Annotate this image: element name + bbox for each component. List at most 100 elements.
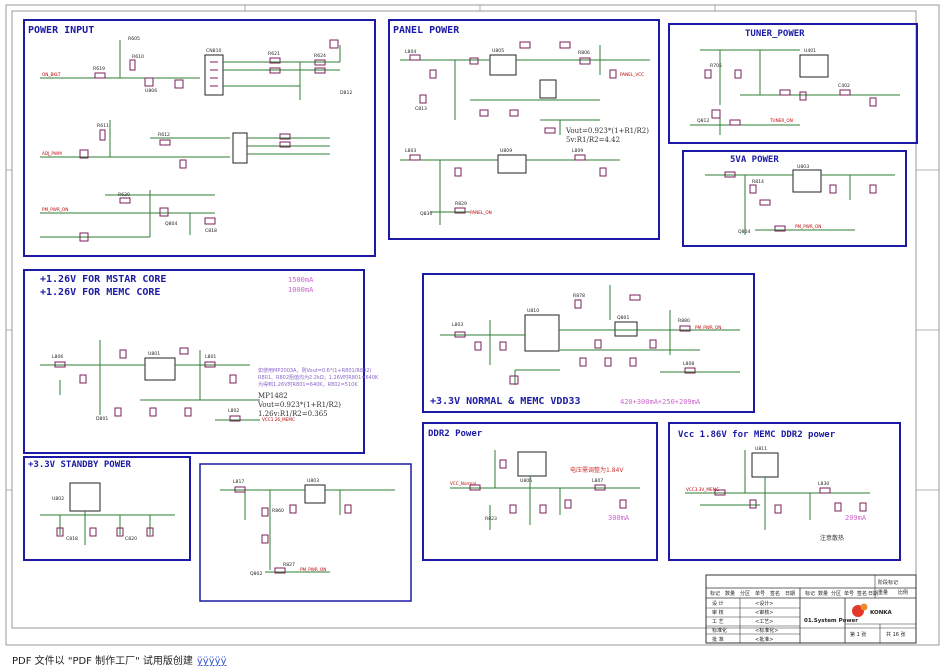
ref-q835: C813 xyxy=(415,106,427,112)
block-power-input: POWER INPUT R605 R610 CN810 R619 U806 xyxy=(23,19,376,257)
net-panel-b: PANEL_ON xyxy=(470,210,492,215)
border-ticks xyxy=(6,5,939,491)
ref-q812: Q812 xyxy=(697,118,709,124)
konka-logo: KONKA xyxy=(852,603,893,617)
block-normal-33: U810 L803 R878 Q801 R880 L808 PM_PWR_ON … xyxy=(422,273,755,413)
ref-d812: D812 xyxy=(340,90,352,96)
ref-r610: R610 xyxy=(132,54,144,60)
block-core-power: +1.26V FOR MSTAR CORE +1.26V FOR MEMC CO… xyxy=(23,269,379,454)
ref-u811: U811 xyxy=(755,446,767,452)
tb-header-9: 单号 xyxy=(844,590,854,597)
tb-row-label-0: 设 计 xyxy=(712,600,724,607)
ref-r705: R705 xyxy=(710,63,722,69)
block-title-normal-33: +3.3V NORMAL & MEMC VDD33 xyxy=(430,396,581,407)
ref-r605: R605 xyxy=(128,36,140,42)
tb-drawing-name: 01.System Power xyxy=(804,618,858,624)
ref-l807-ddr2: L807 xyxy=(592,478,603,484)
net-power-input-b: ADJ_PWM xyxy=(42,151,62,156)
chip-u811 xyxy=(751,452,779,478)
panel-formula-2: 5v:R1/R2=4.42 xyxy=(566,136,620,144)
sheet-border xyxy=(5,4,940,646)
sheet-inner-border xyxy=(11,10,917,629)
tb-row-label-4: 批 准 xyxy=(712,636,724,643)
ref-l803-normal: L803 xyxy=(452,322,463,328)
block-memc-ddr2-power: Vcc 1.86V for MEMC DDR2 power U811 L830 … xyxy=(668,422,901,561)
core-ma-1: 1500mA xyxy=(288,276,314,284)
core-formula-2: 1.26v:R1/R2=0.365 xyxy=(258,410,328,418)
ref-r878: R878 xyxy=(573,293,585,299)
chip-u806-ddr2 xyxy=(517,451,547,477)
ref-r611: R611 xyxy=(97,123,109,129)
ref-l807-tuner: C402 xyxy=(838,83,850,89)
ref-d801-core: D801 xyxy=(96,416,108,422)
block-5va-power: 5VA POWER U803 R814 Q804 PM_PWR_ON xyxy=(682,150,907,247)
block-title-core-1: +1.26V FOR MSTAR CORE xyxy=(40,274,166,285)
ref-q804-5va: Q804 xyxy=(738,229,750,235)
ref-l802-core: L802 xyxy=(228,408,239,414)
block-title-standby: +3.3V STANDBY POWER xyxy=(28,460,132,470)
net-5va: PM_PWR_ON xyxy=(795,224,821,229)
tb-stage-0: 阶段标记 xyxy=(878,579,898,586)
core-ma-2: 1000mA xyxy=(288,286,314,294)
tb-row-label-3: 标准化 xyxy=(712,627,727,634)
tb-header-0: 标记 xyxy=(710,590,720,597)
chip-u806-panel xyxy=(539,79,557,99)
ref-r624: R624 xyxy=(314,53,326,59)
net-ddr2: VCC_Normal xyxy=(450,481,476,486)
normal-ma: 420+300mA+250+209mA xyxy=(620,398,701,406)
tb-header-1: 数量 xyxy=(725,590,735,597)
tb-company: KONKA xyxy=(870,610,893,616)
tb-header-7: 数量 xyxy=(818,590,828,597)
chip-u809 xyxy=(497,154,527,174)
ref-c820-standby: C820 xyxy=(125,536,137,542)
net-normal: PM_PWR_ON xyxy=(695,325,721,330)
ref-l817: L817 xyxy=(233,479,244,485)
ref-u401: U401 xyxy=(804,48,816,54)
connector-cn811 xyxy=(232,132,248,164)
tb-header-5: 日期 xyxy=(785,591,795,597)
ref-q802: Q802 xyxy=(250,571,262,577)
tb-total: 共 16 张 xyxy=(886,631,906,638)
panel-formula-1: Vout=0.923*(1+R1/R2) xyxy=(565,127,649,135)
chip-u805 xyxy=(489,54,517,76)
tb-header-8: 分区 xyxy=(831,590,841,597)
ref-u802: U802 xyxy=(52,496,64,502)
chip-u810 xyxy=(524,314,560,352)
chip-u401 xyxy=(799,54,829,78)
ref-u806-ddr2: U806 xyxy=(520,478,532,484)
tb-header-2: 分区 xyxy=(740,590,750,597)
block-title-tuner-power: TUNER_POWER xyxy=(745,29,805,39)
block-title-panel-power: PANEL POWER xyxy=(393,25,460,36)
block-tuner-power: TUNER_POWER R705 U401 C402 Q812 TUNER_ON xyxy=(668,23,918,144)
tb-row-value-1: <审核> xyxy=(755,609,773,616)
net-tuner: TUNER_ON xyxy=(769,118,793,123)
tb-header-4: 签名 xyxy=(770,590,780,597)
ref-l804-panel: L804 xyxy=(405,49,416,55)
ref-r814: R814 xyxy=(752,179,764,185)
chip-q801-normal xyxy=(614,321,638,337)
ref-u809: U809 xyxy=(500,148,512,154)
ref-r880: R880 xyxy=(678,318,690,324)
tb-header-6: 标记 xyxy=(805,590,815,597)
footer-link[interactable]: ÿÿÿÿÿ xyxy=(196,656,227,667)
memc-ma: 209mA xyxy=(845,514,867,522)
chip-u801-core xyxy=(144,357,176,381)
tb-header-3: 单号 xyxy=(755,590,765,597)
block-title-memc-ddr2: Vcc 1.86V for MEMC DDR2 power xyxy=(678,430,836,440)
core-cn-2: R801、R802阻值均为2.2kΩ；1.26V时R801=640K xyxy=(258,374,379,381)
tb-row-value-3: <标准化> xyxy=(755,627,778,634)
net-memc: VCC3.3V_MEMC xyxy=(686,487,719,492)
tb-row-label-2: 工 艺 xyxy=(712,619,724,625)
ref-u803-lower: U803 xyxy=(307,478,319,484)
tb-stage-2: 比例 xyxy=(898,589,908,596)
tb-row-value-4: <批准> xyxy=(755,636,773,643)
block-lower-mid: L817 R860 U803 Q802 R827 PM_PWR_ON xyxy=(199,463,412,602)
ref-q804: Q804 xyxy=(165,221,177,227)
net-power-input-c: PM_PWR_ON xyxy=(42,207,68,212)
core-cn-1: 如使用MP2003A，则Vout=0.6*(1+R801/R802) xyxy=(258,367,371,374)
ref-q801-normal: Q801 xyxy=(617,315,629,321)
chip-u803-5va xyxy=(792,169,822,193)
net-lower-mid: PM_PWR_ON xyxy=(300,567,326,572)
